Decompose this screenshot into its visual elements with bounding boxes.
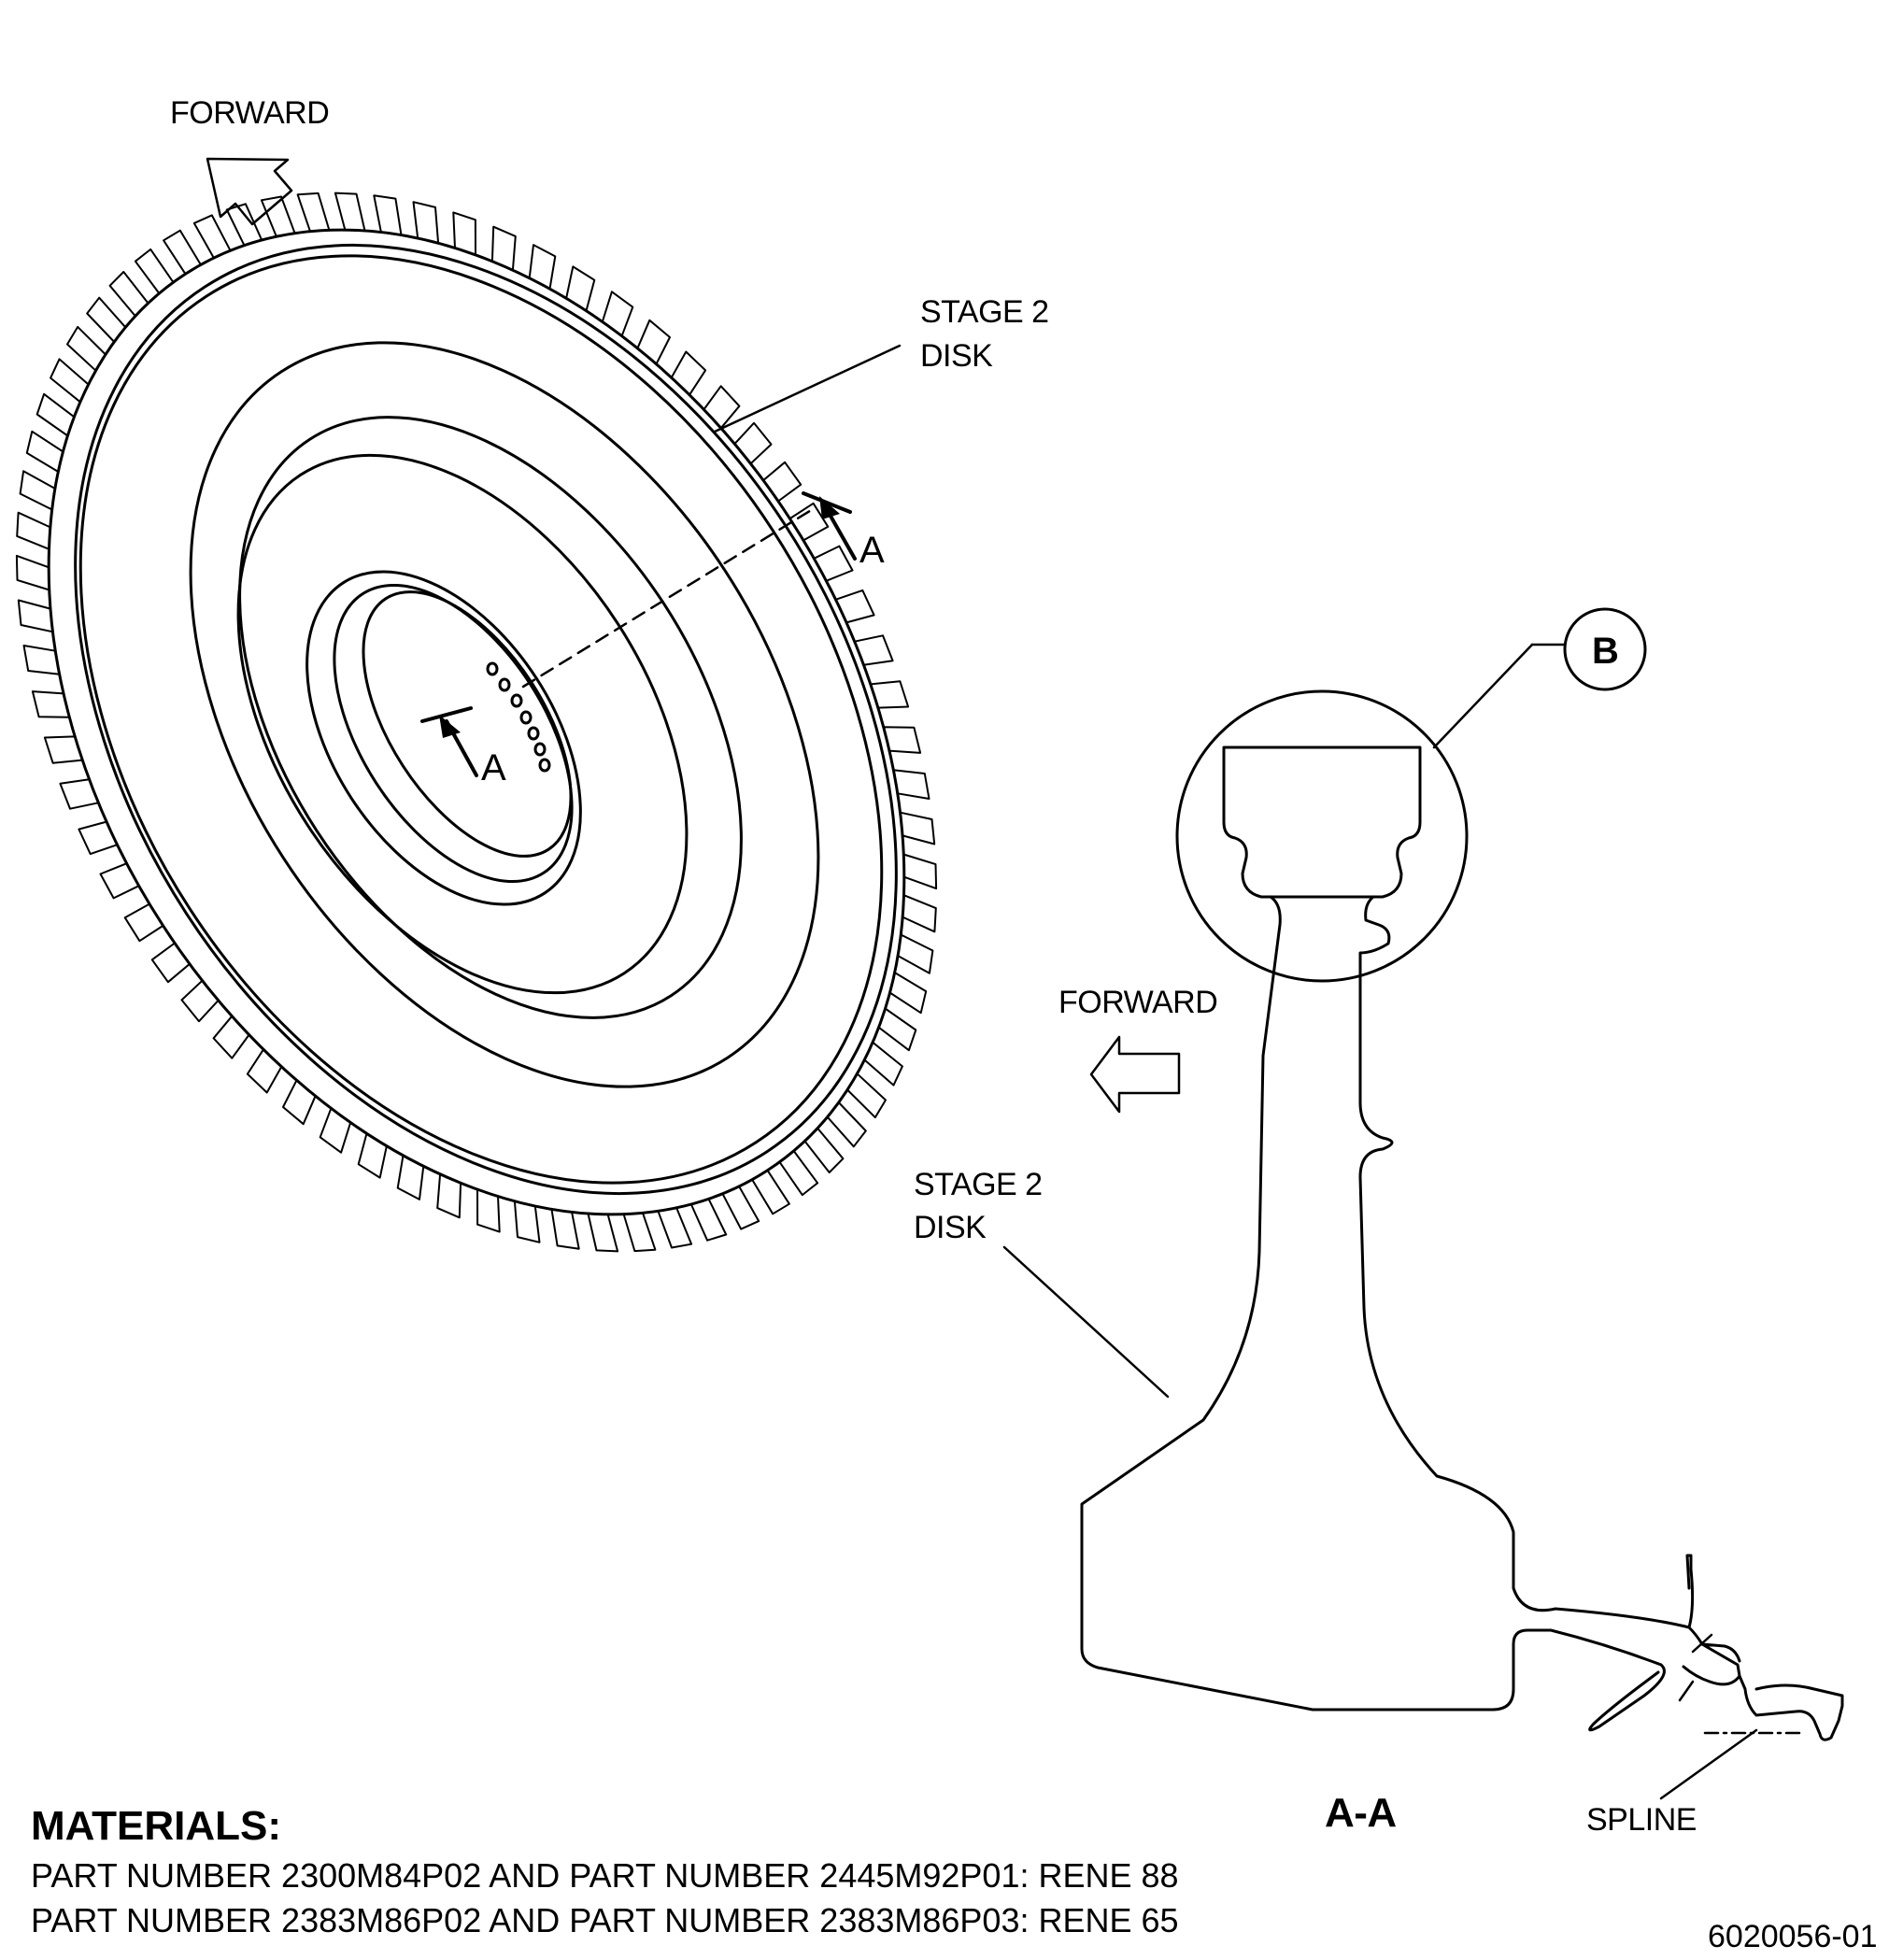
label-stage2-top-line2: DISK bbox=[920, 338, 993, 374]
disk-web-right bbox=[1358, 895, 1695, 1629]
blade-slot-tooth bbox=[636, 319, 671, 365]
blade-slot-tooth bbox=[622, 1212, 657, 1253]
blade-slot-tooth bbox=[123, 902, 164, 943]
disk-rim-outer bbox=[47, 228, 906, 1216]
blade-slot-tooth bbox=[17, 599, 54, 633]
label-stage2-section-line1: STAGE 2 bbox=[914, 1167, 1043, 1202]
section-marker-upper bbox=[802, 491, 857, 561]
blade-slot-tooth bbox=[78, 820, 119, 856]
materials-line-1: PART NUMBER 2300M84P02 AND PART NUMBER 2… bbox=[31, 1856, 1179, 1895]
blade-slot-tooth bbox=[601, 291, 634, 337]
detail-b-circle bbox=[1175, 689, 1469, 983]
disk-cross-section bbox=[1222, 746, 1422, 899]
disk-aft-arm bbox=[1588, 1626, 1844, 1741]
blade-slot-tooth bbox=[282, 1079, 317, 1126]
blade-slot-tooth bbox=[180, 979, 220, 1023]
blade-slot-tooth bbox=[733, 421, 773, 465]
label-stage2-top-line1: STAGE 2 bbox=[920, 294, 1049, 330]
spline-leader bbox=[1659, 1728, 1758, 1800]
blade-slot-tooth bbox=[528, 244, 557, 291]
disk-web-left bbox=[1080, 895, 1663, 1711]
disk-bore-inner bbox=[362, 590, 573, 858]
spline-cross-1 bbox=[1691, 1633, 1713, 1654]
blade-slot-tooth bbox=[657, 1206, 693, 1249]
spline-cross-2 bbox=[1678, 1680, 1695, 1702]
detail-b-bubble bbox=[1563, 607, 1647, 691]
blade-slot-tooth bbox=[897, 933, 934, 974]
blade-slot-tooth bbox=[902, 853, 938, 890]
label-stage2-section-line2: DISK bbox=[914, 1210, 987, 1245]
blade-slot-tooth bbox=[225, 203, 263, 247]
label-forward-section: FORWARD bbox=[1058, 985, 1218, 1020]
blade-slot-tooth bbox=[246, 1048, 283, 1094]
label-spline: SPLINE bbox=[1586, 1802, 1697, 1838]
blade-slot-tooth bbox=[853, 634, 894, 666]
blade-slot-tooth bbox=[813, 545, 854, 582]
blade-slot-tooth bbox=[565, 265, 596, 312]
blade-slot-tooth bbox=[334, 192, 366, 232]
blade-slot-tooth bbox=[902, 894, 937, 933]
disk-web-ring-3 bbox=[238, 416, 743, 1019]
section-cut-line bbox=[521, 507, 815, 689]
blade-slot-tooth bbox=[899, 811, 936, 845]
blade-slot-tooth bbox=[357, 1132, 388, 1179]
detail-b-leader bbox=[1432, 643, 1534, 749]
disk-web-ring-1 bbox=[78, 254, 884, 1185]
disk-web-ring-2 bbox=[189, 341, 820, 1088]
blade-slot-tooth bbox=[19, 470, 56, 511]
blade-slot-tooth bbox=[396, 1154, 425, 1200]
blade-slot-tooth bbox=[296, 192, 331, 233]
section-view-a-a bbox=[1002, 607, 1844, 1800]
blade-slot-tooth bbox=[550, 1208, 580, 1250]
blade-slot-tooth bbox=[15, 554, 50, 591]
blade-slot-tooth bbox=[834, 589, 875, 624]
blade-slot-tooth bbox=[587, 1213, 619, 1253]
stage2-leader-top bbox=[713, 344, 902, 433]
blade-slot-tooth bbox=[319, 1107, 352, 1154]
blade-slot-tooth bbox=[888, 972, 928, 1015]
disk-teeth bbox=[15, 192, 938, 1253]
disk-hub-outer bbox=[236, 453, 689, 995]
blade-slot-tooth bbox=[212, 1015, 250, 1059]
stage2-leader-section bbox=[1002, 1245, 1170, 1399]
stage2-disk-isometric bbox=[15, 157, 938, 1253]
blade-slot-tooth bbox=[25, 430, 64, 473]
materials-line-2: PART NUMBER 2383M86P02 AND PART NUMBER 2… bbox=[31, 1901, 1179, 1939]
figure-number: 6020056-01 bbox=[1708, 1919, 1878, 1954]
blade-slot-tooth bbox=[373, 194, 403, 236]
forward-arrow-top bbox=[206, 157, 293, 226]
blade-slot-tooth bbox=[670, 350, 707, 396]
blade-slot-tooth bbox=[762, 461, 802, 503]
label-section-a-lower: A bbox=[481, 747, 506, 788]
label-forward-top: FORWARD bbox=[170, 95, 330, 131]
blade-slot-tooth bbox=[99, 862, 140, 900]
label-detail-b: B bbox=[1592, 631, 1619, 672]
bolt-holes bbox=[486, 661, 551, 773]
materials-heading: MATERIALS: bbox=[31, 1803, 282, 1849]
blade-slot-tooth bbox=[689, 1198, 728, 1242]
label-section-view: A-A bbox=[1325, 1790, 1397, 1836]
blade-slot-tooth bbox=[16, 511, 51, 550]
blade-slot-tooth bbox=[59, 778, 100, 810]
blade-slot-tooth bbox=[150, 942, 191, 984]
forward-arrow-section bbox=[1089, 1035, 1181, 1114]
label-section-a-upper: A bbox=[859, 530, 885, 571]
disk-hub-inner bbox=[305, 570, 582, 906]
section-marker-lower bbox=[420, 706, 478, 777]
